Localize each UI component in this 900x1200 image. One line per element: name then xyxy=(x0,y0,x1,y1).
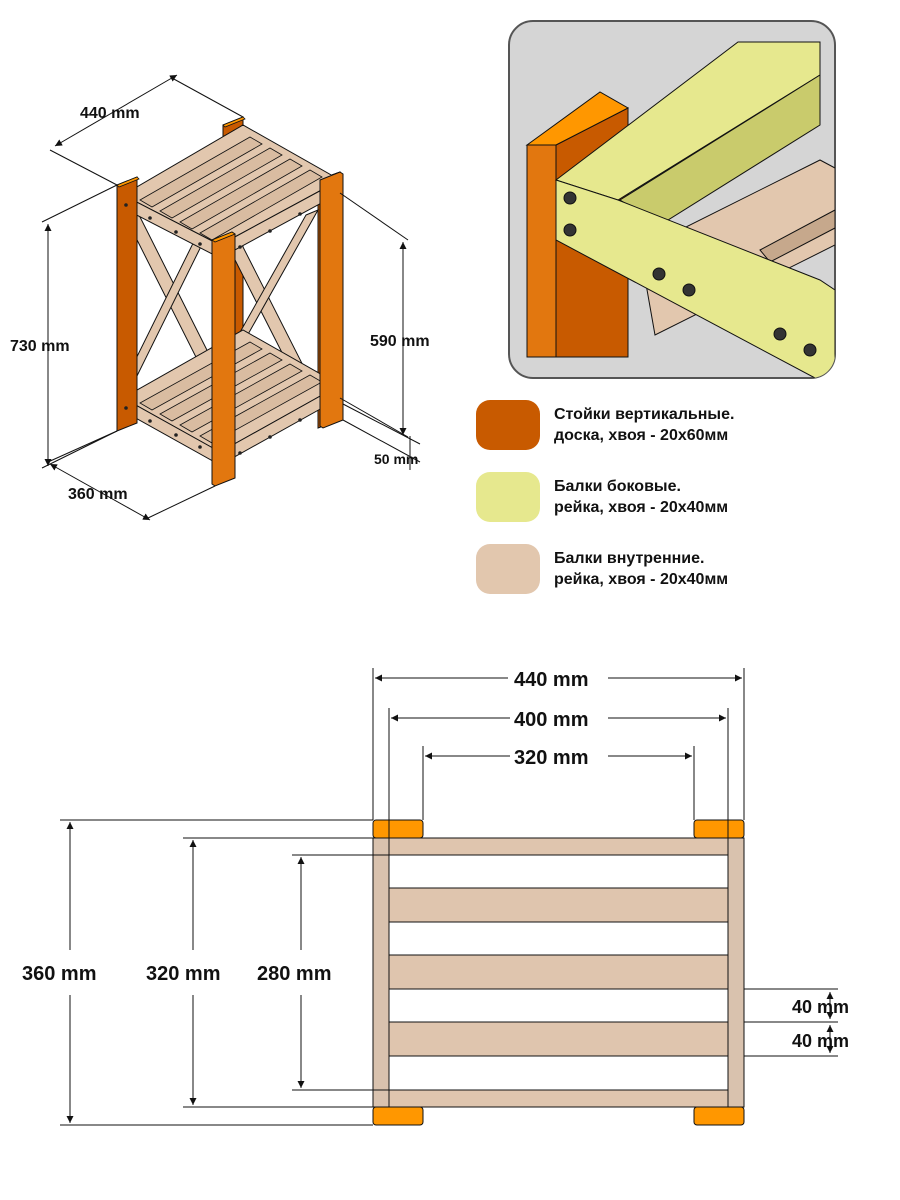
plan-depth-mid-label: 320 mm xyxy=(146,963,221,985)
legend-spec-side-beams: рейка, хвоя - 20x40мм xyxy=(554,499,729,516)
legend-title-side-beams: Балки боковые. xyxy=(554,478,681,495)
front-center-post xyxy=(211,231,236,487)
detail-screws xyxy=(563,191,817,357)
plan-right-rail xyxy=(727,837,745,1108)
legend-title-posts: Стойки вертикальные. xyxy=(554,406,735,423)
plan-post-bottom-left xyxy=(372,1106,424,1126)
plan-width-dimensions xyxy=(372,668,745,838)
plan-slat-width-label-a: 40 mm xyxy=(792,997,849,1017)
front-left-post xyxy=(116,176,140,432)
legend-swatch-posts xyxy=(476,400,540,450)
legend-item-posts: Стойки вертикальные. доска, хвоя - 20x60… xyxy=(476,400,876,450)
legend-spec-inner-beams: рейка, хвоя - 20x40мм xyxy=(554,571,729,588)
isometric-view: 440 mm 730 mm 590 mm 360 mm 50 mm xyxy=(10,74,430,521)
iso-height-label: 730 mm xyxy=(10,338,70,355)
plan-view: 440 mm 400 mm 320 mm 360 mm 320 mm 280 m… xyxy=(22,668,849,1126)
plan-left-rail xyxy=(372,837,390,1108)
legend-title-inner-beams: Балки внутренние. xyxy=(554,550,705,567)
plan-slat-width-label-b: 40 mm xyxy=(792,1031,849,1051)
iso-inner-height-label: 590 mm xyxy=(370,333,430,350)
plan-depth-dimensions xyxy=(60,819,389,1126)
top-shelf xyxy=(121,124,342,259)
iso-dimension-lines xyxy=(41,74,421,521)
plan-post-top-right xyxy=(693,819,745,839)
front-right-post xyxy=(319,171,344,429)
iso-depth-label: 360 mm xyxy=(68,486,128,503)
plan-gaps xyxy=(388,854,729,1091)
plan-post-top-left xyxy=(372,819,424,839)
legend-swatch-inner-beams xyxy=(476,544,540,594)
screw-dots xyxy=(124,203,302,455)
material-legend: Стойки вертикальные. доска, хвоя - 20x60… xyxy=(476,400,876,616)
plan-width-inner-label: 320 mm xyxy=(514,747,589,769)
joint-detail-view xyxy=(508,20,836,379)
iso-foot-label: 50 mm xyxy=(374,451,418,467)
plan-post-bottom-right xyxy=(693,1106,745,1126)
plan-width-outer-label: 440 mm xyxy=(514,669,589,691)
plan-width-mid-label: 400 mm xyxy=(514,709,589,731)
plan-slat-dimensions xyxy=(744,988,838,1057)
legend-swatch-side-beams xyxy=(476,472,540,522)
plan-depth-inner-label: 280 mm xyxy=(257,963,332,985)
legend-item-side-beams: Балки боковые. рейка, хвоя - 20x40мм xyxy=(476,472,876,522)
legend-item-inner-beams: Балки внутренние. рейка, хвоя - 20x40мм xyxy=(476,544,876,594)
plan-depth-outer-label: 360 mm xyxy=(22,963,97,985)
iso-width-label: 440 mm xyxy=(80,105,140,122)
legend-spec-posts: доска, хвоя - 20x60мм xyxy=(554,427,729,444)
